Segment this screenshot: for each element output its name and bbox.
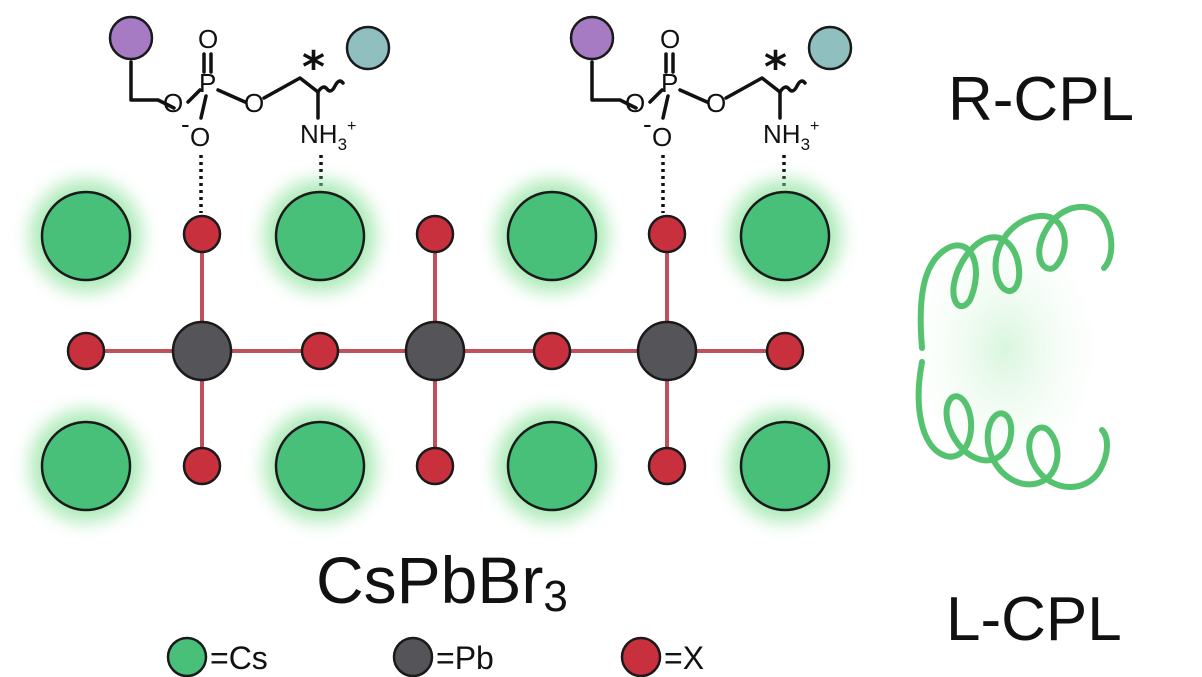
- ligand-right-o-right: O: [706, 88, 726, 118]
- ligand-right-chain-right: [724, 76, 782, 100]
- x-atom: [532, 331, 572, 371]
- ligand-right-nh3: NH3+: [763, 118, 819, 154]
- x-atom: [182, 446, 222, 486]
- legend: =Cs =Pb =X: [166, 636, 704, 677]
- ligand-right-o-top: O: [660, 24, 680, 54]
- pb-atom: [404, 320, 466, 382]
- legend-pb-swatch: [392, 636, 434, 677]
- helix-left-cpl: [915, 359, 1110, 490]
- x-atom: [182, 214, 222, 254]
- ligand-right-o-left: O: [625, 88, 645, 118]
- ligand-left-bond-p-o-minus: [199, 94, 208, 120]
- ligand-left-chain-left: [129, 60, 176, 110]
- ligand-left-minus: -: [181, 109, 190, 139]
- ligand-left-o-left: O: [163, 88, 183, 118]
- cs-atom: [739, 190, 831, 282]
- x-atom: [647, 214, 687, 254]
- ligand-left-o-right: O: [244, 88, 264, 118]
- x-atom: [66, 331, 106, 371]
- l-cpl-label: L-CPL: [946, 585, 1122, 654]
- ligand-left-chain-right: [262, 76, 320, 100]
- ligand-right-bond-o-p: [648, 88, 664, 104]
- x-atom: [300, 331, 340, 371]
- r-cpl-label: R-CPL: [948, 65, 1134, 134]
- legend-x-swatch: [620, 636, 662, 677]
- cs-atom: [40, 190, 132, 282]
- legend-cs-swatch: [166, 636, 208, 677]
- ligand-left-purple-group: [108, 15, 154, 61]
- lattice-atoms: [40, 190, 831, 512]
- cs-atom: [40, 420, 132, 512]
- ligand-right-chiral-star: *: [764, 42, 787, 93]
- x-atom: [765, 331, 805, 371]
- ligand-right-purple-group: [569, 15, 615, 61]
- ligand-right: O P O O - O NH3+ *: [569, 15, 853, 213]
- ligand-left-teal-group: [345, 25, 391, 71]
- ligand-left-o-top: O: [198, 24, 218, 54]
- pb-atom: [171, 320, 233, 382]
- ligand-right-bond-p-o-minus: [661, 94, 670, 120]
- ligand-left-chiral-star: *: [302, 42, 325, 93]
- ligand-right-bond-p-o-right: [678, 88, 709, 104]
- legend-pb-label: =Pb: [436, 640, 494, 676]
- formula-title: CsPbBr3: [316, 543, 568, 621]
- x-atom: [415, 214, 455, 254]
- x-atom: [415, 446, 455, 486]
- x-atom: [647, 446, 687, 486]
- ligand-left-nh3: NH3+: [300, 118, 356, 154]
- ligand-left-p: P: [199, 68, 216, 98]
- cs-atom: [506, 420, 598, 512]
- ligand-left-wavy-bond: [316, 79, 345, 94]
- ligand-right-p: P: [661, 68, 678, 98]
- ligand-left-bond-p-o-right: [216, 88, 247, 104]
- cs-atom: [506, 190, 598, 282]
- pb-atom: [636, 320, 698, 382]
- ligand-left-bond-o-p: [186, 88, 202, 104]
- ligand-right-teal-group: [807, 25, 853, 71]
- legend-cs-label: =Cs: [210, 640, 268, 676]
- cs-atom: [274, 190, 366, 282]
- ligand-right-wavy-bond: [778, 79, 807, 94]
- ligand-right-o-minus: O: [652, 122, 672, 152]
- ligand-right-minus: -: [643, 109, 652, 139]
- ligand-left: O P O O - O NH3+ *: [108, 15, 391, 213]
- ligand-right-chain-left: [590, 60, 638, 110]
- legend-x-label: =X: [664, 640, 704, 676]
- helix-right-cpl: [917, 203, 1115, 351]
- ligand-left-o-minus: O: [190, 122, 210, 152]
- cs-atom: [274, 420, 366, 512]
- cs-atom: [739, 420, 831, 512]
